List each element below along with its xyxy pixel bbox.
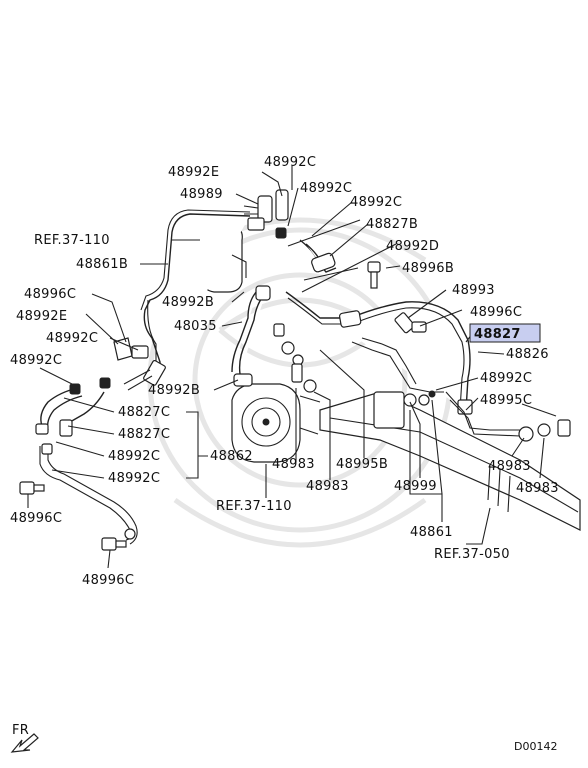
bolt-48996c-left-bottom — [19, 481, 45, 495]
label-48983-right-2: 48983 — [516, 481, 559, 496]
top-fittings — [243, 189, 289, 239]
leader-lines — [27, 166, 557, 569]
label-ref-37-050: REF.37-050 — [434, 547, 510, 562]
lower-left-pipe — [39, 443, 138, 545]
steering-gear-rack — [319, 390, 581, 531]
drawing-code: D00142 — [514, 740, 557, 753]
label-48992d: 48992D — [386, 239, 439, 254]
rubber-hose-48035 — [231, 285, 271, 375]
bolt-48996b — [367, 261, 381, 289]
label-48992c-lower-1: 48992C — [108, 449, 160, 464]
label-48827c-2: 48827C — [118, 427, 170, 442]
label-48035: 48035 — [174, 319, 217, 334]
label-48996c-bottom-left: 48996C — [10, 511, 62, 526]
label-48861: 48861 — [410, 525, 453, 540]
label-48826: 48826 — [506, 347, 549, 362]
label-48999: 48999 — [394, 479, 437, 494]
label-48992c-left-low: 48992C — [10, 353, 62, 368]
clamp-48992e-left — [113, 337, 149, 361]
label-48995b: 48995B — [336, 457, 388, 472]
label-48861b: 48861B — [76, 257, 128, 272]
fr-arrow-icon — [10, 733, 39, 753]
label-48996c-bottom: 48996C — [82, 573, 134, 588]
label-48992c-top: 48992C — [264, 155, 316, 170]
label-48992e-left: 48992E — [16, 309, 67, 324]
power-steering-pump — [231, 373, 321, 463]
label-48996c-left: 48996C — [24, 287, 76, 302]
label-48983-center: 48983 — [272, 457, 315, 472]
suction-hose-48827b — [299, 239, 337, 273]
label-48992e-top: 48992E — [168, 165, 219, 180]
return-pipe-48995c — [445, 391, 571, 442]
label-48996b: 48996B — [402, 261, 454, 276]
return-pipe-48861b — [123, 209, 251, 391]
part-labels: 48992E 48992C 48989 48992C 48992C REF.37… — [10, 155, 559, 588]
label-48995c: 48995C — [480, 393, 532, 408]
banjo-fittings-center — [273, 323, 317, 393]
label-48996c-right: 48996C — [470, 305, 522, 320]
label-48992c-lower-2: 48992C — [108, 471, 160, 486]
label-48983-right-1: 48983 — [488, 459, 531, 474]
label-48993: 48993 — [452, 283, 495, 298]
label-48862: 48862 — [210, 449, 253, 464]
label-48827-highlighted: 48827 — [474, 327, 521, 342]
fr-label: FR — [12, 723, 29, 738]
bolt-48996c-bottom — [101, 537, 127, 551]
highlight-box — [469, 323, 541, 343]
cooler-hose-48862 — [35, 377, 111, 437]
label-48992c-right: 48992C — [480, 371, 532, 386]
label-48992c-upper-right: 48992C — [350, 195, 402, 210]
label-48992c-upper-mid: 48992C — [300, 181, 352, 196]
label-48827b: 48827B — [366, 217, 418, 232]
label-ref-37-110-top: REF.37-110 — [34, 233, 110, 248]
label-48992b-low: 48992B — [148, 383, 200, 398]
label-ref-37-110-bottom: REF.37-110 — [216, 499, 292, 514]
label-48827c-1: 48827C — [118, 405, 170, 420]
label-48992b-mid: 48992B — [162, 295, 214, 310]
label-48989: 48989 — [180, 187, 223, 202]
label-48992c-left-mid: 48992C — [46, 331, 98, 346]
label-48983-center-low: 48983 — [306, 479, 349, 494]
